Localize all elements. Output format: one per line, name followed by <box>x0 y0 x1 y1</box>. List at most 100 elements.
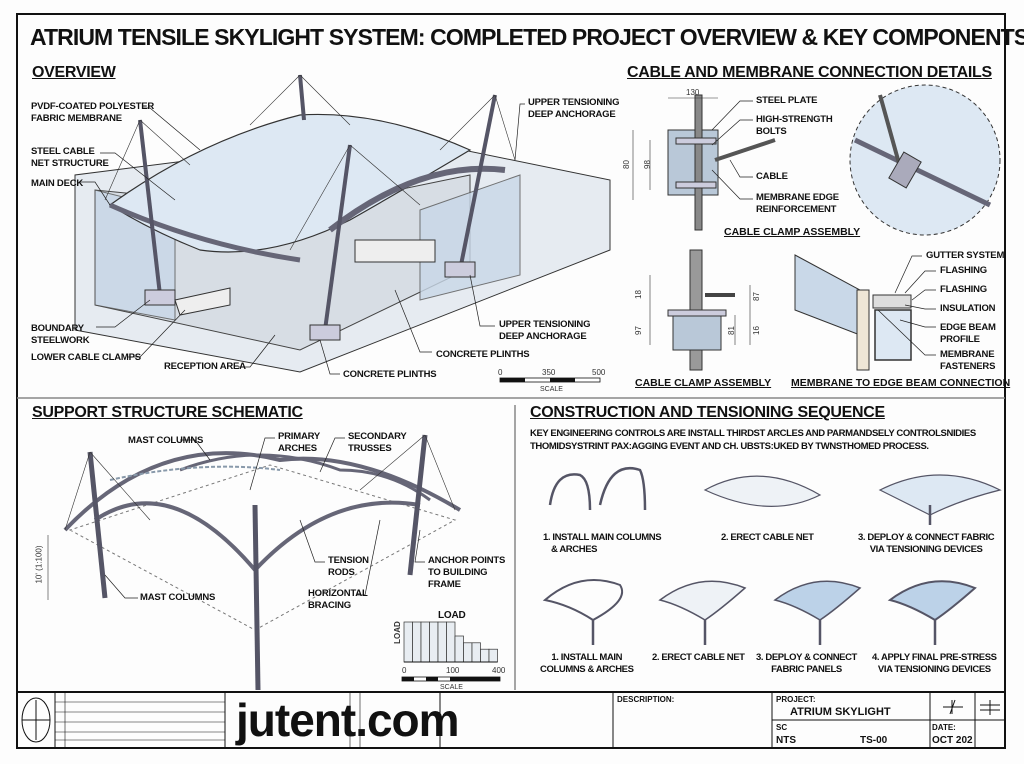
label-line: REINFORCEMENT <box>756 204 837 215</box>
intro-line: KEY ENGINEERING CONTROLS ARE INSTALL THI… <box>530 428 976 439</box>
label-line: RODS <box>328 567 355 578</box>
sequence-intro: KEY ENGINEERING CONTROLS ARE INSTALL THI… <box>530 427 976 453</box>
label-line: BOUNDARY <box>31 323 84 334</box>
step-line: 2. ERECT CABLE NET <box>652 652 745 663</box>
load-bar <box>437 621 447 663</box>
label-line: UPPER TENSIONING <box>499 319 591 330</box>
label-line: BRACING <box>308 600 351 611</box>
tb-scale-value: NTS <box>776 735 796 746</box>
step-line: 1. INSTALL MAIN COLUMNS <box>543 532 662 543</box>
label-line: DEEP ANCHORAGE <box>528 109 616 120</box>
sequence-row2-step4-sketch <box>887 580 977 645</box>
label-line: PRIMARY <box>278 431 321 442</box>
label-mast-columns-bottom: MAST COLUMNS <box>140 592 216 603</box>
scale-label: SCALE <box>540 386 563 393</box>
label-line: STEELWORK <box>31 335 90 346</box>
load-chart-title: LOAD <box>438 610 466 621</box>
dim-b: 87 <box>751 292 761 301</box>
label-insulation: INSULATION <box>940 303 996 314</box>
label-line: MEMBRANE EDGE <box>756 192 839 203</box>
label-main-deck: MAIN DECK <box>31 178 84 189</box>
support-heading: SUPPORT STRUCTURE SCHEMATIC <box>32 404 303 421</box>
tb-date-value: OCT 202 <box>932 735 973 746</box>
sequence-row1-step1-sketch <box>548 467 647 511</box>
step-line: 4. APPLY FINAL PRE-STRESS <box>872 652 997 663</box>
dim-d: 81 <box>726 326 736 335</box>
dim-height: 10' (1:100) <box>35 545 44 583</box>
load-bar <box>488 648 498 663</box>
sequence-row2-step3-sketch <box>773 580 862 645</box>
sheet-title: ATRIUM TENSILE SKYLIGHT SYSTEM: COMPLETE… <box>30 24 1024 50</box>
sequence-sketches <box>542 467 1002 645</box>
label-gutter-system: GUTTER SYSTEM <box>926 250 1005 261</box>
details-heading: CABLE AND MEMBRANE CONNECTION DETAILS <box>627 64 992 81</box>
tb-scale-label: SC <box>776 723 788 732</box>
sheet-border <box>16 13 1006 749</box>
load-bar <box>446 621 456 663</box>
step-line: FABRIC PANELS <box>771 664 842 675</box>
caption-cable-clamp-bottom: CABLE CLAMP ASSEMBLY <box>635 377 772 389</box>
label-line: MEMBRANE <box>940 349 995 360</box>
step-line: VIA TENSIONING DEVICES <box>877 664 991 675</box>
step-line: VIA TENSIONING DEVICES <box>869 544 983 555</box>
step-line: & ARCHES <box>551 544 598 555</box>
sequence-heading: CONSTRUCTION AND TENSIONING SEQUENCE <box>530 404 885 421</box>
label-line: BOLTS <box>756 126 787 137</box>
load-bar <box>480 648 490 663</box>
caption-edge-beam: MEMBRANE TO EDGE BEAM CONNECTION <box>791 377 1011 389</box>
step-line: 1. INSTALL MAIN <box>551 652 623 663</box>
scale-tick-500: 500 <box>592 368 606 377</box>
load-bar <box>429 621 439 663</box>
label-line: TO BUILDING <box>428 567 488 578</box>
label-line: TRUSSES <box>348 443 392 454</box>
cable-clamp-detail-bottom <box>649 249 751 371</box>
label-line: UPPER TENSIONING <box>528 97 620 108</box>
step-line: COLUMNS & ARCHES <box>540 664 634 675</box>
tb-project-name: ATRIUM SKYLIGHT <box>790 706 891 718</box>
label-line: SECONDARY <box>348 431 407 442</box>
scale-tick-350: 350 <box>542 368 556 377</box>
title-block-grid <box>17 691 1005 748</box>
tb-description-label: DESCRIPTION: <box>617 695 675 704</box>
label-reception-area: RECEPTION AREA <box>164 361 246 372</box>
load-scale-label: SCALE <box>440 684 463 691</box>
sequence-row1-step3-sketch <box>878 474 1002 525</box>
load-tick-400: 400 <box>492 666 506 675</box>
intro-line: THOMIDSYSTRINT PAX:AGGING EVENT AND CH. … <box>530 441 929 452</box>
label-line: FASTENERS <box>940 361 996 372</box>
sequence-row2-step1-sketch <box>542 579 624 645</box>
dim-e: 16 <box>751 326 761 335</box>
sequence-row2-step2-sketch <box>658 580 747 645</box>
label-concrete-plinths-1: CONCRETE PLINTHS <box>436 349 530 360</box>
row1-step-1: 1. INSTALL MAIN COLUMNS& ARCHES <box>543 532 662 556</box>
dim-outer: 80 <box>621 160 631 169</box>
cable-clamp-detail-top <box>632 94 776 231</box>
row2-step-2: 2. ERECT CABLE NET <box>652 652 745 664</box>
sequence-row1-step2-sketch <box>703 475 822 507</box>
dim-c: 97 <box>633 326 643 335</box>
load-tick-100: 100 <box>446 666 460 675</box>
row1-step-2: 2. ERECT CABLE NET <box>721 532 814 544</box>
load-bar <box>463 642 473 663</box>
overview-scale-bar <box>499 377 601 383</box>
tb-date-label: DATE: <box>932 723 956 732</box>
scale-tick-0: 0 <box>498 368 503 377</box>
dim-inner: 98 <box>642 160 652 169</box>
dim-width: 130 <box>686 88 700 97</box>
label-line: (1:100) <box>34 545 44 571</box>
label-line: PVDF-COATED POLYESTER <box>31 101 155 112</box>
label-line: EDGE BEAM <box>940 322 996 333</box>
load-bar <box>471 642 481 663</box>
